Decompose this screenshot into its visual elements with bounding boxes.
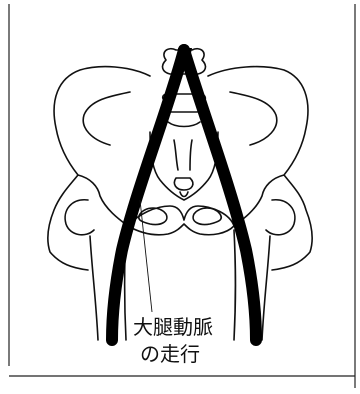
artery-label-line-2: の走行 <box>140 342 200 367</box>
left-ilium-outline <box>48 67 150 270</box>
coccyx <box>174 178 192 190</box>
left-obturator-foramen <box>139 208 167 225</box>
femoral-artery-right-branch <box>184 50 256 340</box>
right-obturator-foramen <box>193 208 221 225</box>
left-femoral-head <box>65 200 94 235</box>
left-ilium-inner <box>83 92 130 145</box>
label-leader-line <box>140 200 152 312</box>
artery-label-line-1: 大腿動脈 <box>133 315 213 340</box>
l5-lower-edge <box>168 122 200 127</box>
right-ilium-inner <box>230 92 277 145</box>
coccyx-tip <box>180 192 188 197</box>
sacrum-ridge <box>174 140 192 170</box>
artery-bifurcation <box>178 48 192 58</box>
right-femoral-head <box>266 200 295 235</box>
